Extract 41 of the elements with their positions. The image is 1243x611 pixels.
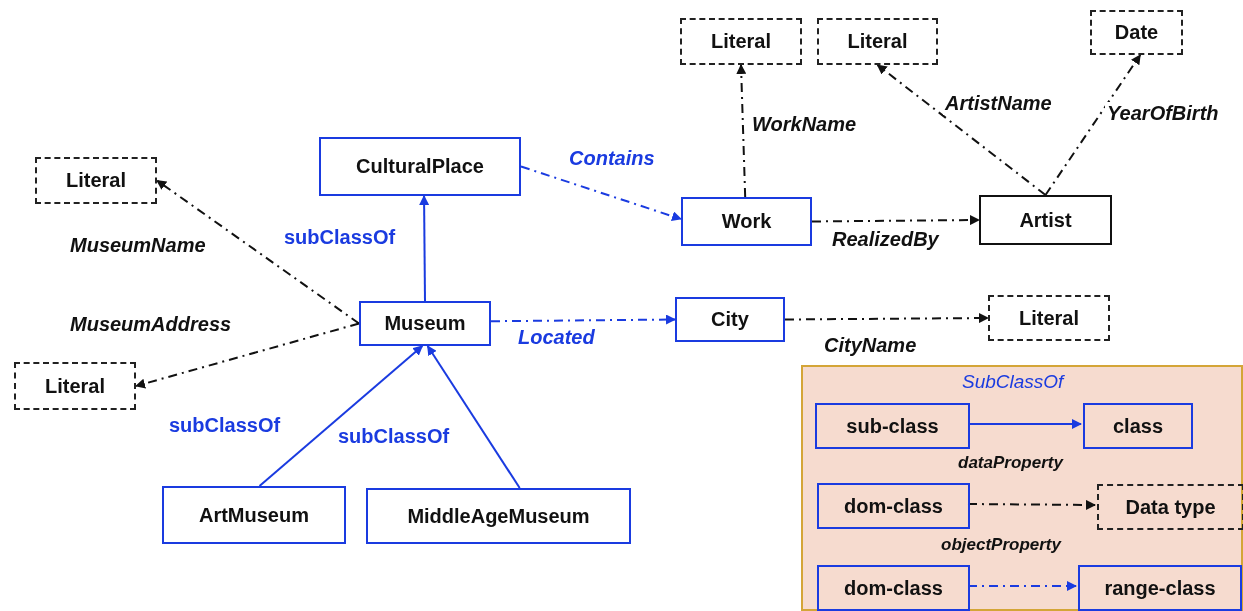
class-box: dom-class: [817, 483, 970, 529]
arrow: [135, 322, 360, 389]
literal-box: Literal: [14, 362, 136, 410]
arrow: [258, 345, 424, 487]
legend-panel: [801, 365, 1243, 611]
literal-box: Literal: [817, 18, 938, 65]
class-box: dom-class: [817, 565, 970, 611]
arrow: [1044, 54, 1142, 196]
arrow: [784, 313, 989, 324]
legend-caption: objectProperty: [941, 535, 1061, 555]
class-box: class: [1083, 403, 1193, 449]
arrow: [426, 345, 521, 489]
class-box: ArtMuseum: [162, 486, 346, 544]
class-box: Museum: [359, 301, 491, 346]
class-box: Artist: [979, 195, 1112, 245]
literal-box: Literal: [988, 295, 1110, 341]
legend-heading: SubClassOf: [962, 371, 1064, 393]
literal-box: Date: [1090, 10, 1183, 55]
class-box: range-class: [1078, 565, 1242, 611]
literal-box: Data type: [1097, 484, 1243, 530]
arrow: [490, 314, 676, 325]
legend-caption: dataProperty: [958, 453, 1063, 473]
literal-box: Literal: [35, 157, 157, 204]
class-box: sub-class: [815, 403, 970, 449]
arrow: [967, 581, 1077, 591]
class-box: MiddleAgeMuseum: [366, 488, 631, 544]
arrow: [811, 215, 980, 226]
arrow: [736, 64, 747, 198]
class-box: City: [675, 297, 785, 342]
arrow: [520, 165, 682, 221]
literal-box: Literal: [680, 18, 802, 65]
class-box: CulturalPlace: [319, 137, 521, 196]
edge-label: CityName: [822, 334, 919, 357]
edge-label: ArtistName: [943, 92, 1054, 115]
arrow: [156, 179, 360, 325]
arrow: [876, 64, 1047, 196]
edge-label: RealizedBy: [830, 228, 941, 251]
arrow: [419, 195, 430, 302]
arrow: [967, 419, 1082, 429]
class-box: Work: [681, 197, 812, 246]
arrow: [967, 499, 1096, 510]
